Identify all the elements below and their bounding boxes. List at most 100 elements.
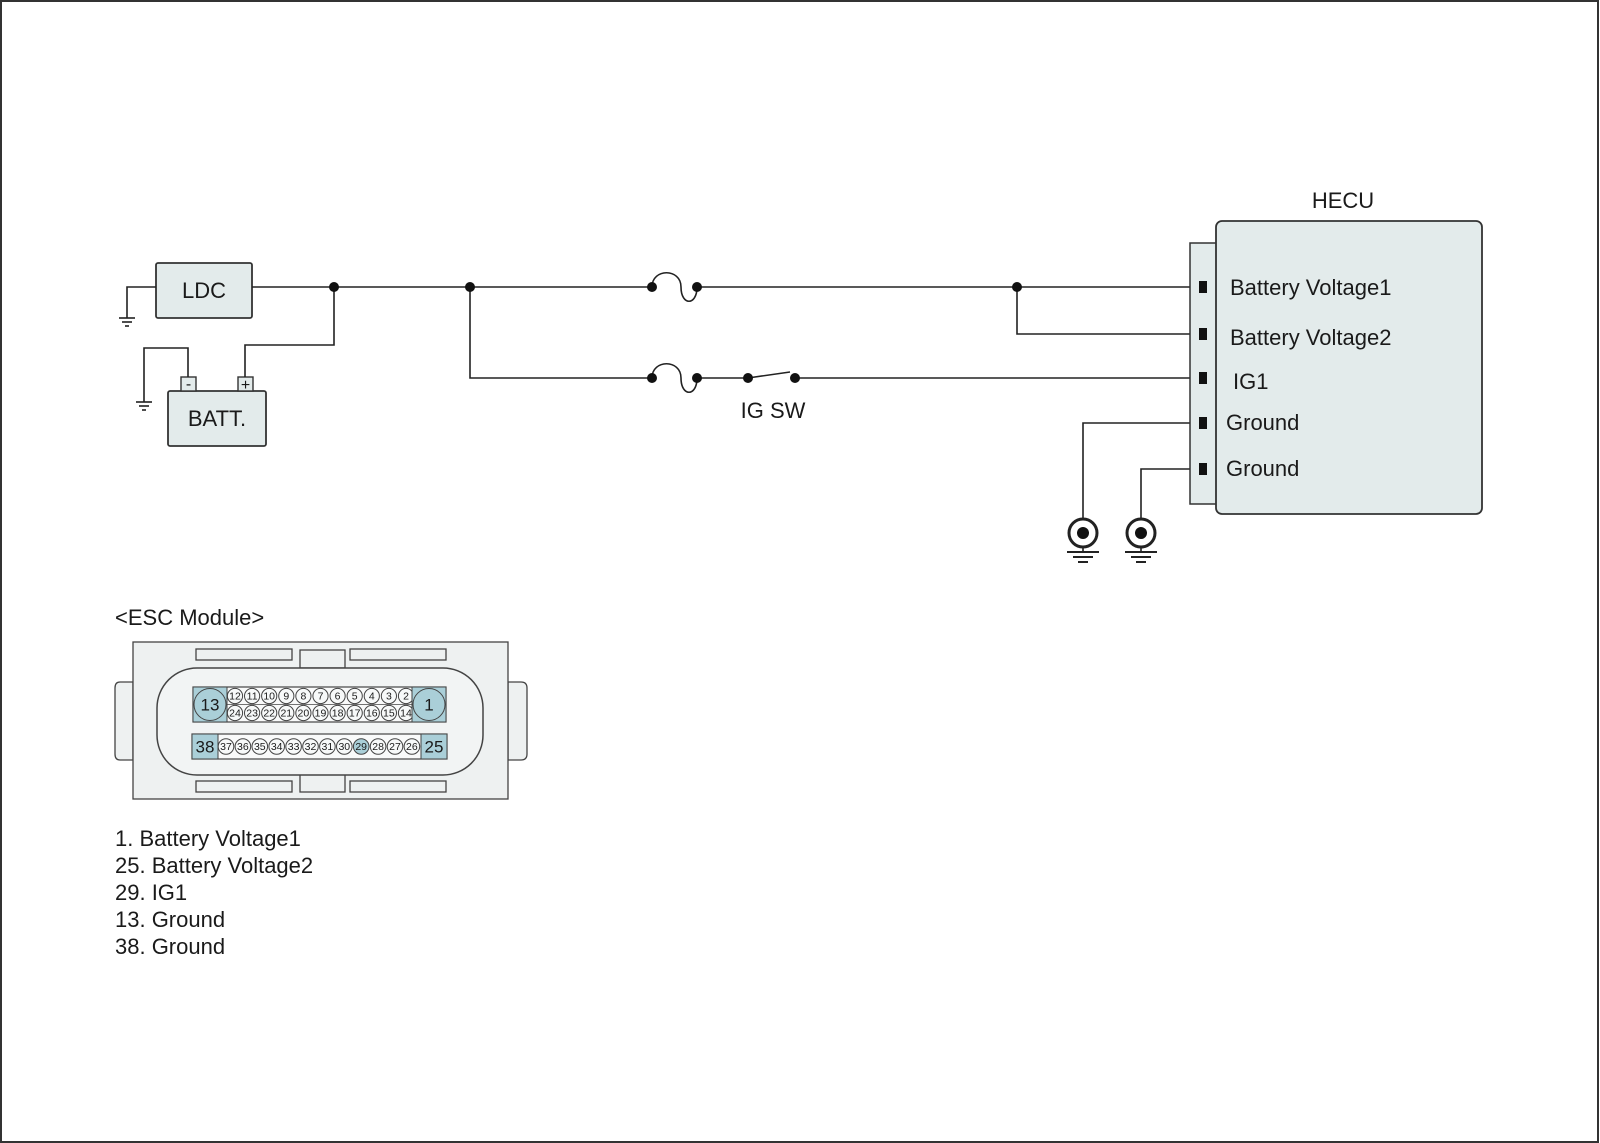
connector-pin [278, 687, 295, 705]
connector-pin-label: 29 [355, 741, 367, 753]
connector-pin-label: 37 [220, 741, 232, 753]
ground-symbol [136, 347, 189, 411]
connector-pin-label: 21 [280, 708, 292, 720]
connector-pin-label: 20 [298, 708, 310, 720]
chassis-ground-icon [1125, 517, 1157, 563]
legend-item: 1. Battery Voltage1 [115, 826, 301, 851]
connector-pin [295, 687, 312, 705]
batt-label: BATT. [188, 406, 246, 431]
connector-pin-label: 28 [372, 741, 384, 753]
junction-dots [329, 282, 1022, 383]
hecu-label: HECU [1312, 188, 1374, 213]
connector-pin-label: 31 [322, 741, 334, 753]
connector-pin [352, 738, 370, 755]
connector-big-pins: 13 1 38 25 [191, 686, 448, 760]
pin-1: 1 [424, 696, 433, 715]
connector-pin-row: 24 23 22 21 20 19 18 17 16 15 14 [226, 704, 415, 722]
ground-symbol [119, 286, 156, 327]
connector-pin [312, 687, 329, 705]
connector-pin [329, 687, 346, 705]
connector-pin [244, 704, 261, 722]
pin-25: 25 [425, 738, 444, 757]
connector-pin-label: 4 [369, 691, 375, 703]
connector-pin [261, 687, 278, 705]
connector-pin-label: 27 [389, 741, 401, 753]
connector-pin [268, 738, 286, 755]
connector-pin-label: 34 [271, 741, 283, 753]
connector-pin-label: 19 [315, 708, 327, 720]
connector-pin-label: 10 [263, 691, 275, 703]
ldc-label: LDC [182, 278, 226, 303]
connector-pin [302, 738, 319, 755]
battery: - + BATT. [167, 376, 267, 447]
connector-pin [363, 704, 380, 722]
connector-pin-label: 33 [288, 741, 300, 753]
connector-pin-label: 14 [400, 708, 412, 720]
connector-pin [336, 738, 353, 755]
connector-pin-label: 7 [318, 691, 324, 703]
hecu-pin-label: Ground [1226, 410, 1299, 435]
connector-pin-label: 30 [338, 741, 350, 753]
ig-switch-label: IG SW [741, 398, 806, 423]
connector-pin-label: 5 [352, 691, 358, 703]
connector-pin-label: 32 [305, 741, 317, 753]
connector-pin [380, 687, 397, 705]
connector-pin [380, 704, 397, 722]
connector-pin [329, 704, 346, 722]
connector-pin-label: 17 [349, 708, 361, 720]
connector-pin-label: 22 [263, 708, 275, 720]
wiring [244, 272, 1203, 520]
legend-item: 25. Battery Voltage2 [115, 853, 313, 878]
connector-pin [363, 687, 380, 705]
connector-pin [251, 738, 269, 755]
batt-plus-label: + [241, 377, 250, 394]
connector-pin-label: 35 [254, 741, 266, 753]
connector-pin-label: 9 [283, 691, 289, 703]
connector-pin-row: 37 36 35 34 33 32 31 30 29 28 27 26 [217, 738, 421, 755]
connector-pin [312, 704, 329, 722]
connector-pin [403, 738, 421, 755]
connector-pin [295, 704, 312, 722]
legend-item: 29. IG1 [115, 880, 187, 905]
connector-pin-label: 12 [229, 691, 241, 703]
connector-pin-label: 15 [383, 708, 395, 720]
pin-13: 13 [201, 696, 220, 715]
batt-minus-label: - [186, 376, 191, 393]
hecu-pin-label: Battery Voltage1 [1230, 275, 1391, 300]
legend-item: 13. Ground [115, 907, 225, 932]
connector-pin-label: 3 [386, 691, 392, 703]
connector-pin [346, 687, 363, 705]
hecu-pin-markers [1199, 281, 1207, 475]
connector-pin-label: 11 [247, 691, 258, 703]
connector-pin-label: 18 [332, 708, 344, 720]
connector-pin-label: 2 [403, 691, 409, 703]
connector-pin [369, 738, 387, 755]
hecu-module: HECU Battery Voltage1 Battery Voltage2 I… [1189, 188, 1483, 515]
hecu-pin-label: Battery Voltage2 [1230, 325, 1391, 350]
hecu-pin-label: IG1 [1233, 369, 1268, 394]
connector-pin-label: 36 [237, 741, 249, 753]
connector-pin [386, 738, 404, 755]
connector-pin-label: 8 [300, 691, 306, 703]
connector-pin-label: 6 [335, 691, 341, 703]
connector-pin [234, 738, 252, 755]
ldc-module: LDC [155, 262, 253, 319]
chassis-ground-icon [1067, 517, 1099, 563]
connector-pin-label: 23 [246, 708, 258, 720]
connector-pin [244, 687, 261, 705]
pin-legend: 1. Battery Voltage1 25. Battery Voltage2… [115, 826, 313, 959]
connector-pin [319, 738, 336, 755]
pin-38: 38 [196, 738, 215, 757]
connector-pin [278, 704, 295, 722]
connector-pin [346, 704, 363, 722]
connector-pin-label: 24 [229, 708, 241, 720]
connector-pin-label: 16 [366, 708, 378, 720]
hecu-pin-label: Ground [1226, 456, 1299, 481]
connector-pin [261, 704, 278, 722]
connector-pin-label: 26 [406, 741, 418, 753]
legend-item: 38. Ground [115, 934, 225, 959]
connector-title: <ESC Module> [115, 605, 264, 630]
